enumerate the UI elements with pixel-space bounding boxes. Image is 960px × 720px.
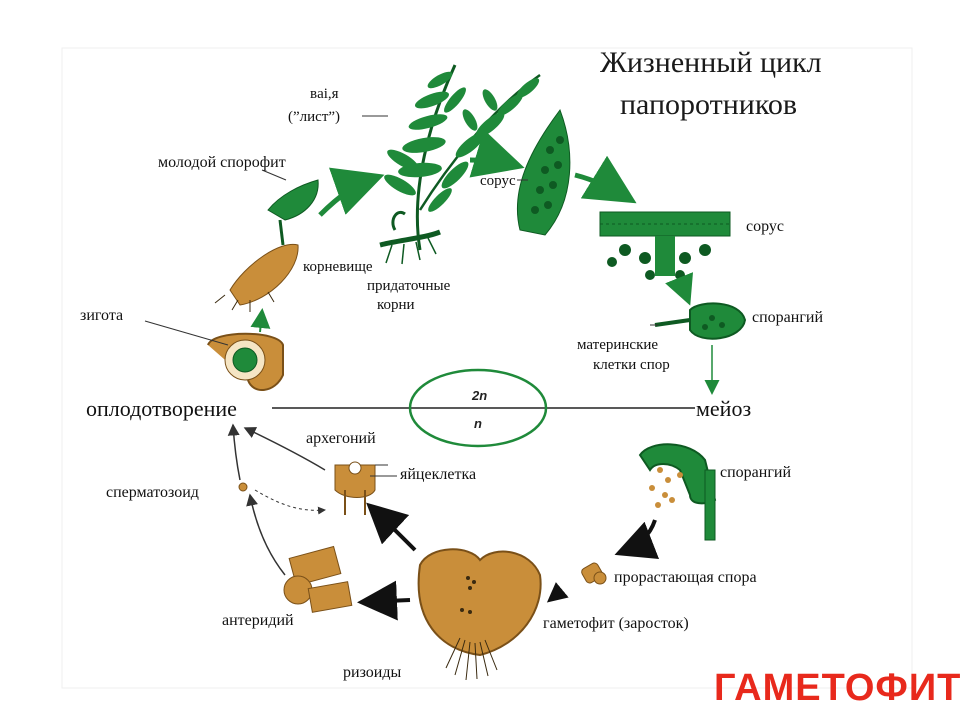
- arrow-sperm-to-fertilization: [227, 423, 241, 481]
- arrow-sorus-to-sporangium: [665, 272, 694, 306]
- cycle-arrows: [227, 129, 720, 621]
- label-egg-cell: яйцеклетка: [400, 466, 476, 483]
- arrow-gametophyte-to-antheridium: [357, 580, 411, 621]
- label-adventitious-roots-2: корни: [377, 297, 415, 313]
- label-meiosis: мейоз: [696, 396, 751, 421]
- arrow-sporangium-to-spore: [614, 519, 660, 560]
- arrow-gametophyte-to-archegonium: [366, 502, 417, 552]
- label-adventitious-roots-1: придаточные: [367, 278, 451, 294]
- label-sorus-small: сорус: [480, 173, 516, 189]
- arrow-archegonium-to-fertilization: [243, 427, 326, 471]
- leader-lines: [144, 115, 658, 477]
- title-line-2: папоротников: [620, 88, 797, 121]
- gametophyte-prothallus: [417, 548, 542, 681]
- label-spore-mother-cells-1: материнские: [577, 337, 658, 353]
- label-sorus: сорус: [746, 218, 784, 235]
- sporangium-open: [638, 443, 717, 541]
- label-rhizoids: ризоиды: [343, 664, 401, 681]
- label-antheridium: антеридий: [222, 612, 294, 629]
- fern-frond-illustration: [379, 64, 541, 265]
- label-fertilization: оплодотворение: [86, 396, 237, 421]
- archegonium-illustration: [334, 461, 376, 515]
- label-spermatozoid: сперматозоид: [106, 484, 199, 501]
- spermatozoid-glyph: [238, 482, 248, 492]
- arrow-zygote-to-sporophyte: [250, 308, 271, 333]
- label-young-sporophyte: молодой спорофит: [158, 154, 286, 171]
- ploidy-ellipse: [408, 368, 548, 448]
- arrow-spore-to-gametophyte: [546, 582, 569, 603]
- antheridium-illustration: [283, 545, 353, 613]
- germinating-spore: [581, 562, 607, 585]
- label-rhizome: корневище: [303, 259, 373, 275]
- label-vaiya-2: (”лист”): [288, 109, 340, 125]
- arrow-pinnule-to-sorus: [574, 155, 637, 204]
- label-germinating-spore: прорастающая спора: [614, 569, 757, 586]
- label-spore-mother-cells-2: клетки спор: [593, 357, 670, 373]
- gametophyte-stamp-heading: ГАМЕТОФИТ: [714, 667, 960, 709]
- label-sporangium-top: спорангий: [752, 309, 823, 326]
- arrow-sperm-to-archegonium: [254, 489, 326, 515]
- arrow-antheridium-to-sperm: [246, 493, 286, 576]
- label-sporangium-bottom: спорангий: [720, 464, 791, 481]
- arrow-sporophyte-to-frond: [318, 167, 385, 217]
- arrow-frond-to-pinnule: [469, 129, 525, 178]
- title-line-1: Жизненный цикл: [600, 46, 822, 79]
- pinnule-with-sori: [516, 108, 571, 236]
- label-zygote: зигота: [80, 307, 123, 324]
- sorus-section: [599, 211, 731, 280]
- ploidy-diploid: 2n: [471, 388, 487, 403]
- diagram-frame: [61, 47, 913, 689]
- label-vaiya-1: вai,я: [310, 86, 339, 102]
- ploidy-haploid: n: [474, 416, 482, 431]
- zygote-illustration: [207, 332, 284, 391]
- label-gametophyte: гаметофит (заросток): [543, 615, 689, 632]
- sporangium-closed: [654, 302, 747, 340]
- young-sporophyte-illustration: [214, 179, 319, 312]
- label-archegonium: архегоний: [306, 430, 376, 447]
